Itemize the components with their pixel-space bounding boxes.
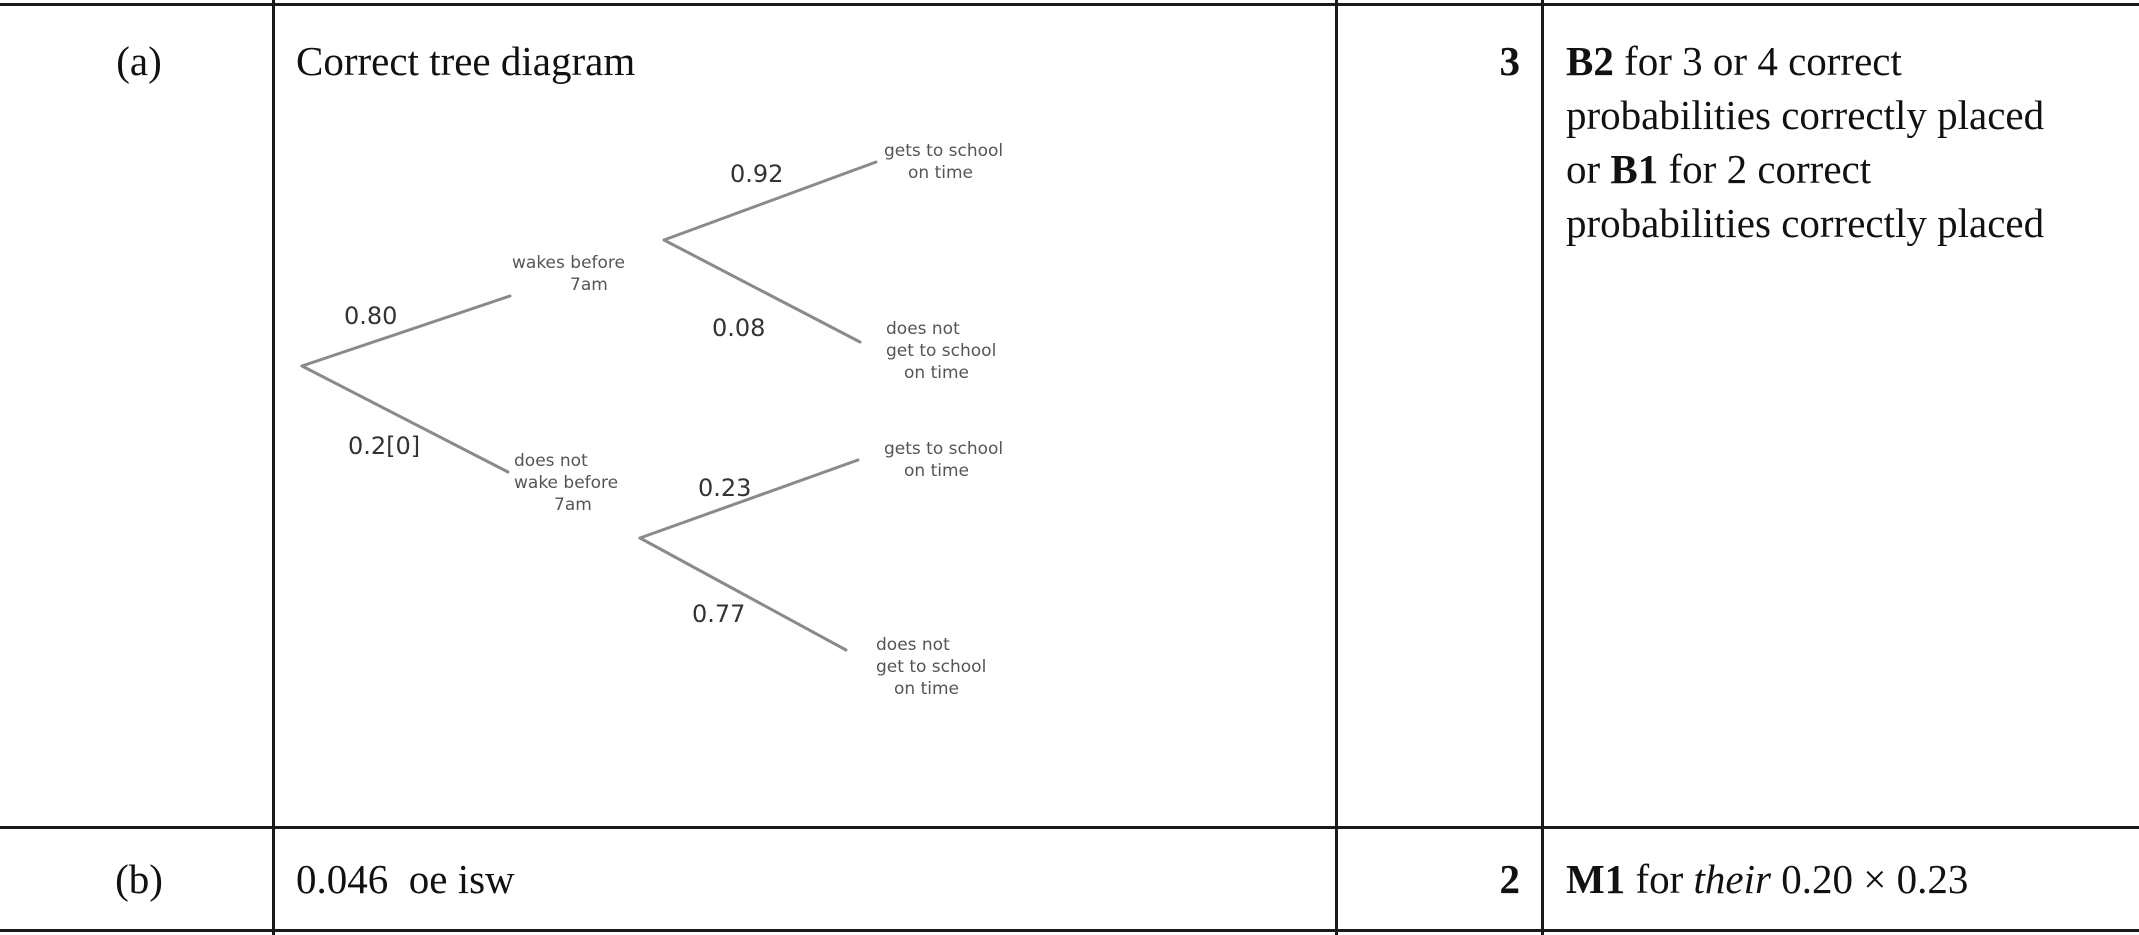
table-bottom-border: [0, 929, 2139, 932]
guidance-b: M1 for their 0.20 × 0.23: [1566, 856, 1969, 902]
part-label-a: (a): [116, 38, 162, 84]
table-top-border: [0, 3, 2139, 6]
prob-first-upper: 0.80: [344, 302, 397, 330]
prob-second-4: 0.77: [692, 600, 745, 628]
outcome-second-2: does not get to school on time: [886, 319, 1002, 383]
outcome-second-1: gets to school on time: [884, 141, 1009, 183]
answer-b: 0.046 oe isw: [296, 856, 515, 902]
branch-root-upper: [300, 294, 512, 368]
prob-second-2: 0.08: [712, 314, 765, 342]
marks-b: 2: [1499, 856, 1521, 902]
part-label-b: (b): [115, 856, 163, 902]
col-divider-answer: [1335, 0, 1338, 935]
col-divider-marks: [1541, 0, 1544, 935]
guidance-a: B2 for 3 or 4 correct probabilities corr…: [1566, 34, 2044, 250]
answer-a: Correct tree diagram: [296, 38, 636, 84]
outcome-second-4: does not get to school on time: [876, 635, 992, 699]
tree-diagram: 0.80 0.2[0] wakes before 7am does not wa…: [300, 141, 1009, 699]
branch-root-lower: [300, 364, 510, 474]
guidance-a-line-3: or B1 for 2 correct: [1566, 146, 1872, 192]
branch-lower-upper: [638, 458, 860, 540]
prob-second-1: 0.92: [730, 160, 783, 188]
prob-second-3: 0.23: [698, 474, 751, 502]
guidance-a-line-4: probabilities correctly placed: [1566, 200, 2045, 246]
guidance-a-line-1: B2 for 3 or 4 correct: [1566, 38, 1902, 84]
outcome-first-upper: wakes before 7am: [512, 253, 630, 295]
branch-lower-lower: [638, 536, 848, 652]
guidance-a-line-2: probabilities correctly placed: [1566, 92, 2045, 138]
marks-a: 3: [1499, 38, 1521, 84]
branch-upper-lower: [662, 238, 862, 344]
col-divider-part: [272, 0, 275, 935]
prob-first-lower: 0.2[0]: [348, 432, 420, 460]
outcome-second-3: gets to school on time: [884, 439, 1009, 481]
branch-upper-upper: [662, 160, 878, 242]
outcome-first-lower: does not wake before 7am: [514, 451, 624, 515]
row-divider: [0, 826, 2139, 829]
